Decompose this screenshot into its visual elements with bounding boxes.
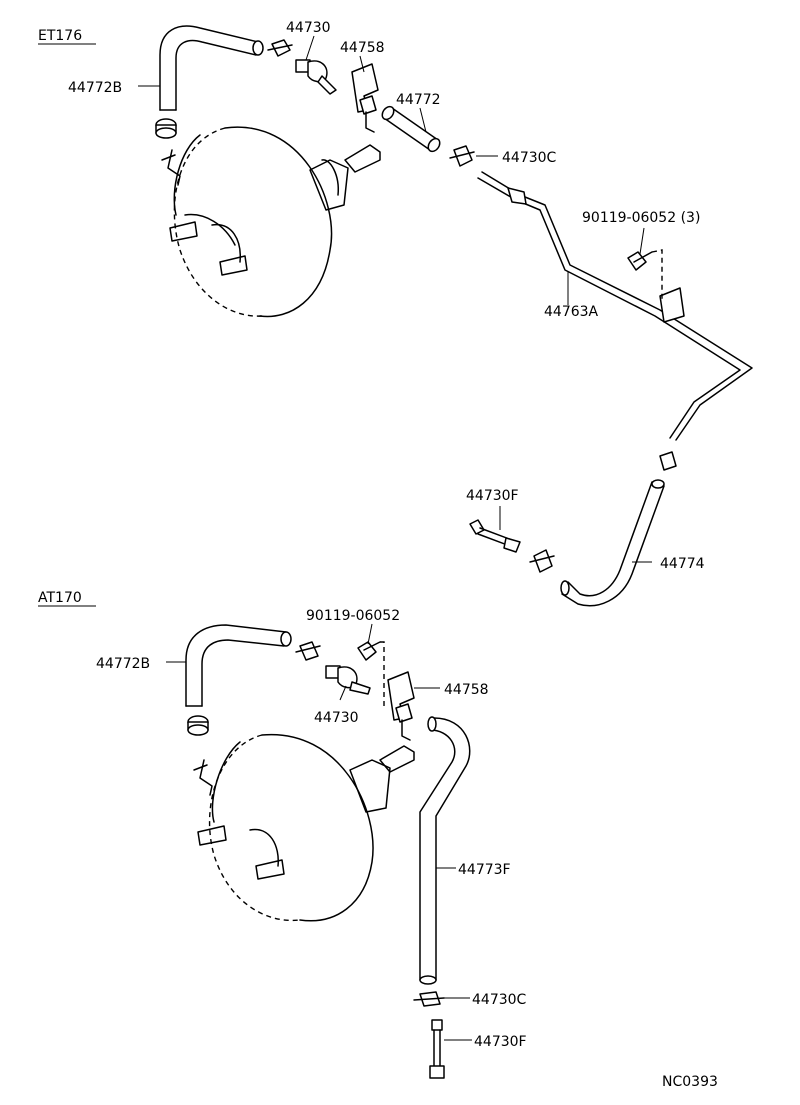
bracket-44758-bottom bbox=[387, 671, 415, 741]
label-44730f-bottom: 44730F bbox=[474, 1034, 527, 1050]
connector-44730-bottom bbox=[325, 665, 371, 695]
label-44730-bottom: 44730 bbox=[314, 710, 359, 726]
label-44730-top: 44730 bbox=[286, 20, 331, 36]
hose-44772-top bbox=[381, 105, 441, 153]
hose-44773f bbox=[419, 716, 471, 985]
label-44772b-top: 44772B bbox=[68, 80, 122, 96]
clamp-44730c-top bbox=[449, 145, 475, 167]
label-44758-top: 44758 bbox=[340, 40, 385, 56]
clamp-44730c-bottom bbox=[413, 991, 445, 1007]
hose-44772b-bottom bbox=[185, 624, 292, 707]
figure-code: NC0393 bbox=[662, 1074, 718, 1090]
label-44730f-top: 44730F bbox=[466, 488, 519, 504]
brake-booster-top bbox=[161, 126, 381, 318]
leaders-bottom bbox=[166, 623, 472, 1041]
label-90119-top: 90119-06052 (3) bbox=[582, 210, 700, 226]
label-44763a: 44763A bbox=[544, 304, 599, 320]
brake-booster-bottom bbox=[193, 734, 415, 922]
clamp-top-44774 bbox=[659, 451, 677, 471]
label-44772-top: 44772 bbox=[396, 92, 441, 108]
pipe-44763a bbox=[477, 171, 753, 441]
leaders-top bbox=[138, 35, 652, 563]
section-top: ET176 bbox=[38, 20, 753, 607]
bracket-44758-top bbox=[351, 63, 379, 133]
label-44773f: 44773F bbox=[458, 862, 511, 878]
bolt-90119-bottom bbox=[357, 641, 385, 708]
union-44730f-bottom bbox=[429, 1019, 445, 1079]
section-label-bottom: AT170 bbox=[38, 590, 82, 606]
label-44730c-bottom: 44730C bbox=[472, 992, 527, 1008]
connector-44730-top bbox=[295, 59, 337, 95]
label-44730c-top: 44730C bbox=[502, 150, 557, 166]
section-bottom: AT170 bbox=[38, 590, 527, 1079]
union-44730f-top bbox=[469, 519, 521, 553]
clamp-bottom-1 bbox=[295, 641, 321, 661]
section-label-top: ET176 bbox=[38, 28, 82, 44]
label-44758-bottom: 44758 bbox=[444, 682, 489, 698]
hose-44772b-top bbox=[159, 25, 264, 111]
grommet-bottom bbox=[187, 715, 209, 736]
label-90119-bottom: 90119-06052 bbox=[306, 608, 400, 624]
hose-44774 bbox=[560, 479, 665, 607]
bolt-90119-top bbox=[627, 249, 663, 300]
clamp-top-1 bbox=[267, 39, 293, 57]
grommet-top bbox=[155, 118, 177, 139]
label-44772b-bottom: 44772B bbox=[96, 656, 150, 672]
clamp-top-union bbox=[529, 549, 555, 573]
label-44774: 44774 bbox=[660, 556, 705, 572]
